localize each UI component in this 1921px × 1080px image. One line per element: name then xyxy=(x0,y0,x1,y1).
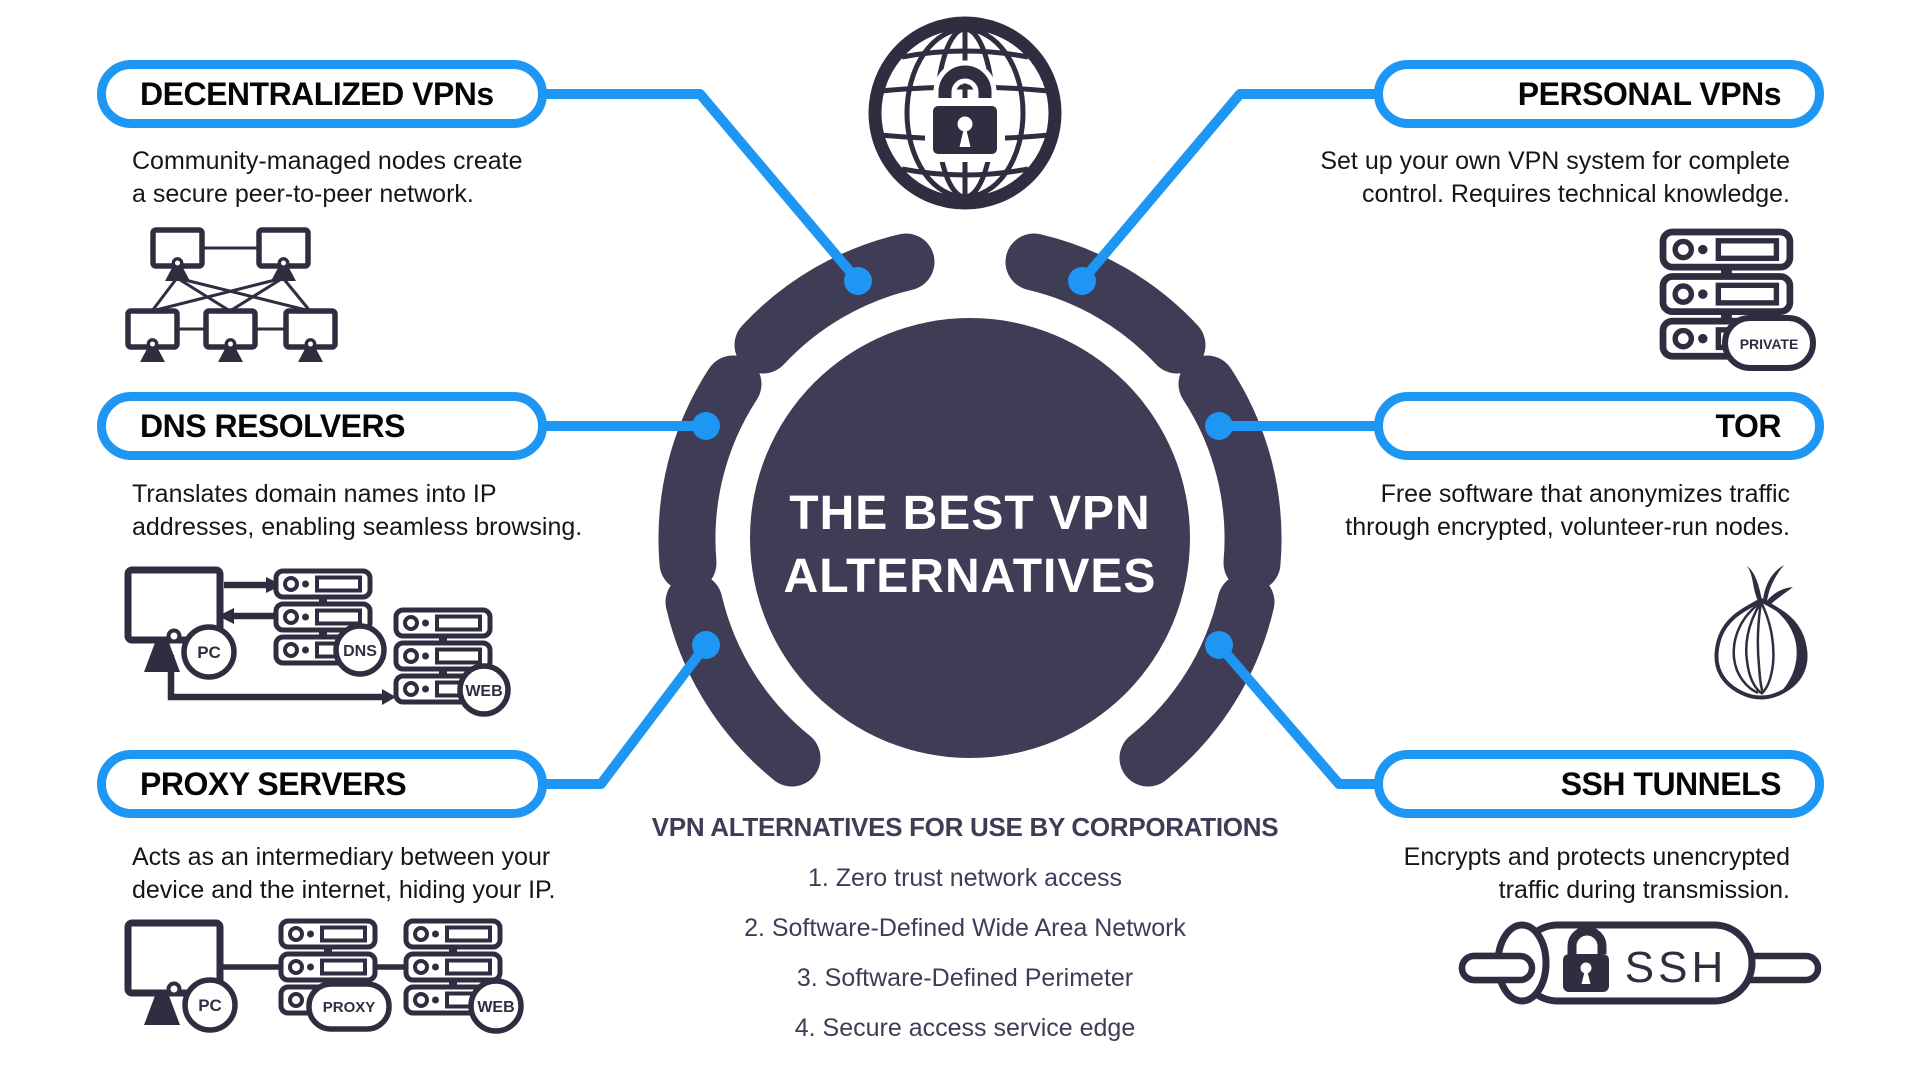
pill-proxy-servers: PROXY SERVERS xyxy=(97,750,547,818)
tor-description: Free software that anonymizes traffic th… xyxy=(1345,480,1790,541)
pill-decentralized-vpns: DECENTRALIZED VPNs xyxy=(97,60,547,128)
web-label: WEB xyxy=(477,999,514,1016)
pill-ssh-title: SSH TUNNELS xyxy=(1560,765,1782,802)
peer-to-peer-network-icon xyxy=(128,230,335,362)
globe-lock-icon xyxy=(868,16,1062,210)
ssh-label: SSH xyxy=(1625,943,1727,992)
center-title-line2: ALTERNATIVES xyxy=(783,550,1157,603)
pill-proxy-title: PROXY SERVERS xyxy=(140,765,407,802)
center-circle xyxy=(750,318,1190,758)
private-server-rack-icon: PRIVATE xyxy=(1663,232,1816,371)
pill-dns-resolvers: DNS RESOLVERS xyxy=(97,392,547,460)
decentralized-description: Community-managed nodes create a secure … xyxy=(132,147,523,208)
connector-decentralized xyxy=(542,89,863,286)
pill-tor-title: TOR xyxy=(1715,407,1782,444)
personal-description: Set up your own VPN system for complete … xyxy=(1320,147,1790,208)
web-label: WEB xyxy=(465,683,502,700)
tor-onion-icon xyxy=(1714,565,1808,700)
pill-decentralized-title: DECENTRALIZED VPNs xyxy=(140,75,494,112)
center-ring-arcs xyxy=(658,233,1282,787)
corporate-item-3: 3. Software-Defined Perimeter xyxy=(796,964,1134,992)
dns-description: Translates domain names into IP addresse… xyxy=(132,480,583,541)
corporate-item-4: 4. Secure access service edge xyxy=(794,1014,1136,1042)
pill-tor: TOR xyxy=(1374,392,1824,460)
connector-dots xyxy=(692,267,1233,659)
pill-ssh-tunnels: SSH TUNNELS xyxy=(1374,750,1824,818)
proxy-server-flow-icon: PC PROXY WEB xyxy=(128,921,524,1034)
pill-personal-vpns: PERSONAL VPNs xyxy=(1374,60,1824,128)
dns-label: DNS xyxy=(343,643,377,660)
center-title: THE BEST VPN ALTERNATIVES xyxy=(720,482,1220,608)
dns-resolver-flow-icon: PC DNS WEB xyxy=(128,570,511,717)
connector-proxy xyxy=(542,640,711,789)
proxy-label: PROXY xyxy=(323,999,376,1016)
pill-personal-title: PERSONAL VPNs xyxy=(1517,75,1782,112)
pc-label: PC xyxy=(198,996,222,1015)
private-label: PRIVATE xyxy=(1740,336,1799,352)
pill-dns-title: DNS RESOLVERS xyxy=(140,407,405,444)
corporate-heading: VPN ALTERNATIVES FOR USE BY CORPORATIONS xyxy=(651,812,1279,842)
corporate-item-2: 2. Software-Defined Wide Area Network xyxy=(744,914,1186,942)
connector-lines xyxy=(542,89,1379,789)
connector-ssh xyxy=(1214,640,1379,789)
corporate-item-1: 1. Zero trust network access xyxy=(807,864,1122,892)
connector-personal xyxy=(1077,89,1379,286)
pc-label: PC xyxy=(197,643,221,662)
center-title-line1: THE BEST VPN xyxy=(789,487,1151,540)
proxy-description: Acts as an intermediary between your dev… xyxy=(132,843,556,904)
ssh-description: Encrypts and protects unencrypted traffi… xyxy=(1403,843,1790,904)
ssh-tunnel-icon: SSH xyxy=(1458,921,1822,1005)
corporate-alternatives: VPN ALTERNATIVES FOR USE BY CORPORATIONS… xyxy=(620,812,1310,1042)
